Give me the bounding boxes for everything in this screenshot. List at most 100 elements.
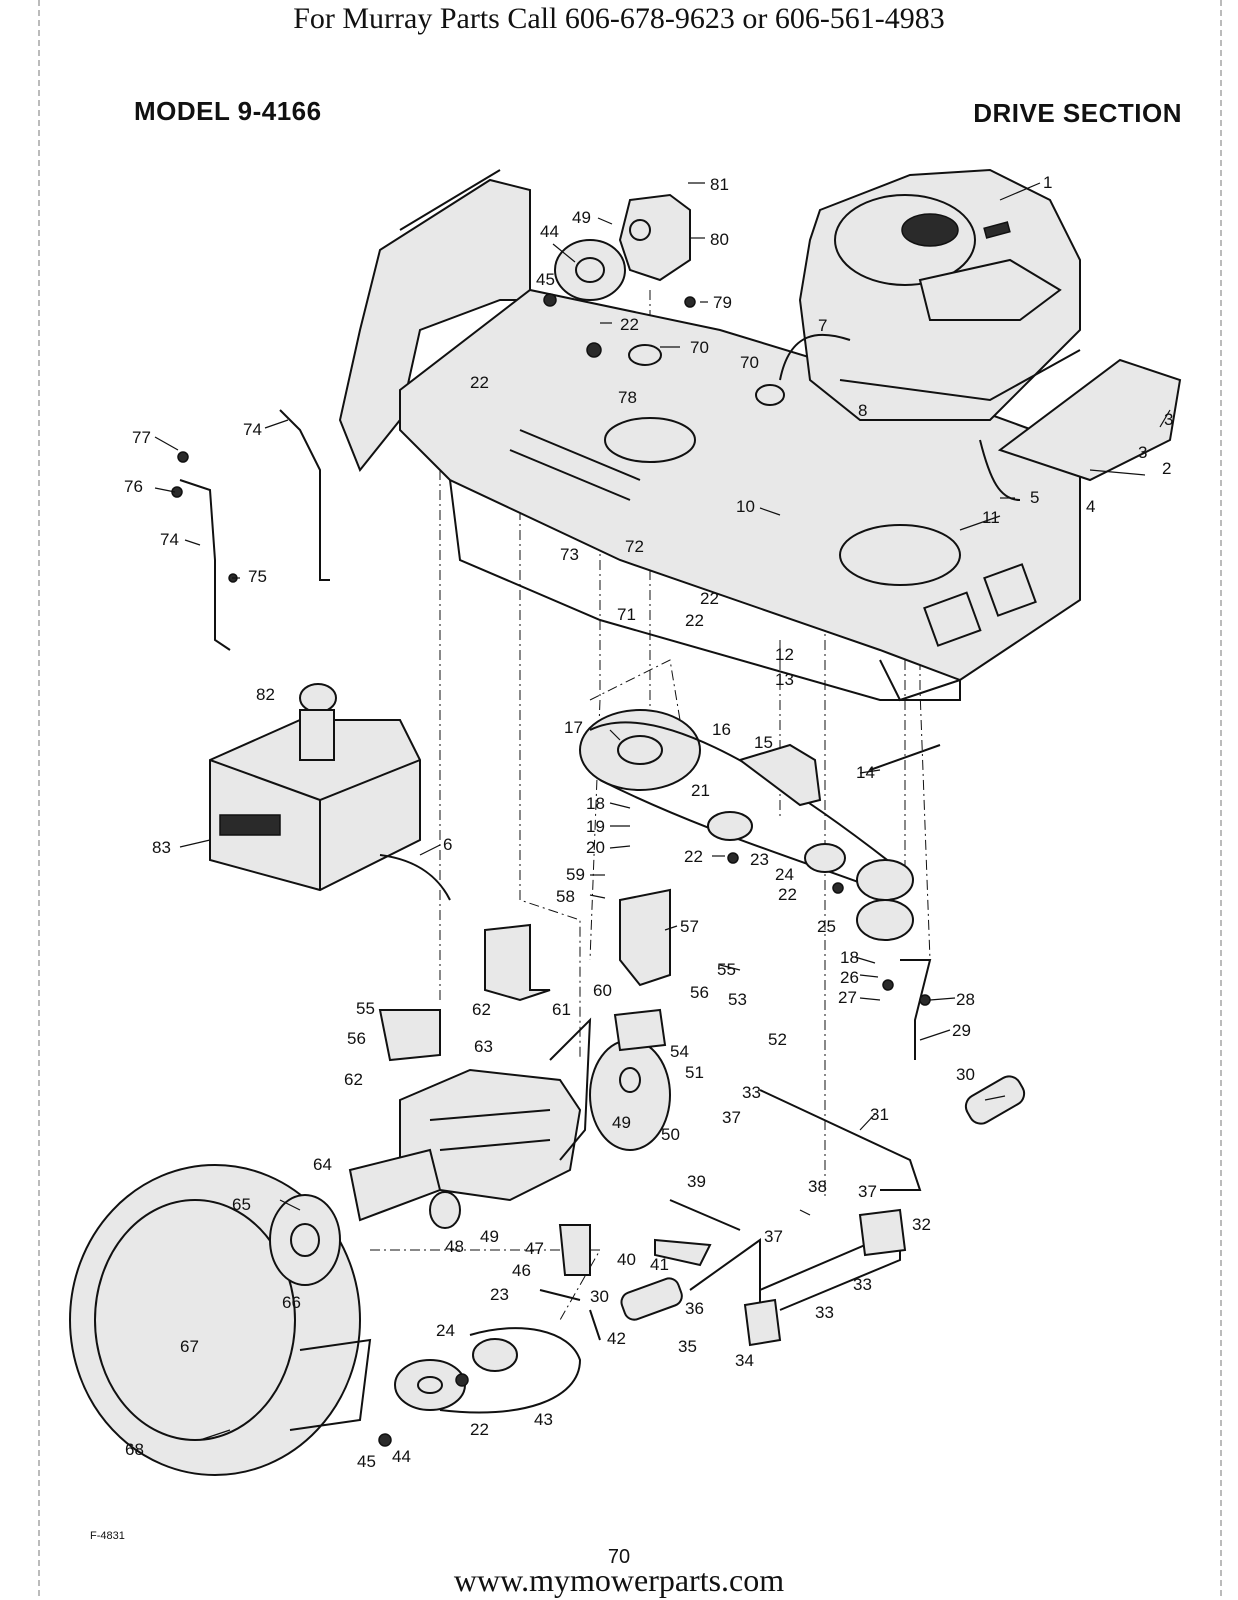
callout-22: 22 xyxy=(685,611,704,630)
callout-59: 59 xyxy=(566,865,585,884)
callout-75: 75 xyxy=(248,567,267,586)
callout-22: 22 xyxy=(620,315,639,334)
callout-39: 39 xyxy=(687,1172,706,1191)
frame-assembly xyxy=(338,169,1081,702)
callout-29: 29 xyxy=(952,1021,971,1040)
callout-37: 37 xyxy=(764,1227,783,1246)
callout-8: 8 xyxy=(858,401,867,420)
callout-81: 81 xyxy=(710,175,729,194)
callout-45: 45 xyxy=(536,270,555,289)
callout-70: 70 xyxy=(740,353,759,372)
callout-74: 74 xyxy=(243,420,262,439)
callout-44: 44 xyxy=(540,222,559,241)
parts-phone-header: For Murray Parts Call 606-678-9623 or 60… xyxy=(293,2,945,35)
callout-23: 23 xyxy=(750,850,769,869)
callout-72: 72 xyxy=(625,537,644,556)
callout-18: 18 xyxy=(586,794,605,813)
callout-52: 52 xyxy=(768,1030,787,1049)
callout-49: 49 xyxy=(572,208,591,227)
callout-24: 24 xyxy=(775,865,794,884)
callout-43: 43 xyxy=(534,1410,553,1429)
callout-33: 33 xyxy=(815,1303,834,1322)
callout-3: 3 xyxy=(1138,443,1147,462)
callout-49: 49 xyxy=(612,1113,631,1132)
callout-77: 77 xyxy=(132,428,151,447)
callout-33: 33 xyxy=(853,1275,872,1294)
form-code: F-4831 xyxy=(90,1530,125,1542)
side-braces xyxy=(171,409,330,651)
callout-35: 35 xyxy=(678,1337,697,1356)
lower-pulleys xyxy=(378,1191,582,1447)
callout-50: 50 xyxy=(661,1125,680,1144)
callout-11: 11 xyxy=(982,508,1000,527)
callout-58: 58 xyxy=(556,887,575,906)
callout-labels: 81 1 49 80 44 45 79 22 7 70 22 70 8 78 3… xyxy=(124,173,1173,1471)
callout-7: 7 xyxy=(818,316,827,335)
pedal-linkage xyxy=(539,1075,1026,1347)
model-title: MODEL 9-4166 xyxy=(134,96,322,126)
callout-26: 26 xyxy=(840,968,859,987)
callout-13: 13 xyxy=(775,670,794,689)
callout-38: 38 xyxy=(808,1177,827,1196)
callout-57: 57 xyxy=(680,917,699,936)
callout-73: 73 xyxy=(560,545,579,564)
callout-32: 32 xyxy=(912,1215,931,1234)
callout-28: 28 xyxy=(956,990,975,1009)
callout-47: 47 xyxy=(525,1239,544,1258)
page-number: 70 xyxy=(607,1546,631,1568)
callout-55: 55 xyxy=(356,999,375,1018)
callout-33: 33 xyxy=(742,1083,761,1102)
callout-45: 45 xyxy=(357,1452,376,1471)
callout-30: 30 xyxy=(590,1287,609,1306)
callout-22: 22 xyxy=(470,1420,489,1439)
callout-37: 37 xyxy=(858,1182,877,1201)
callout-1: 1 xyxy=(1043,173,1052,192)
footer-url[interactable]: www.mymowerparts.com xyxy=(453,1562,785,1598)
callout-61: 61 xyxy=(552,1000,571,1019)
callout-49: 49 xyxy=(480,1227,499,1246)
callout-6: 6 xyxy=(443,835,452,854)
callout-63: 63 xyxy=(474,1037,493,1056)
callout-22: 22 xyxy=(700,589,719,608)
callout-53: 53 xyxy=(728,990,747,1009)
callout-30: 30 xyxy=(956,1065,975,1084)
callout-41: 41 xyxy=(650,1255,669,1274)
callout-31: 31 xyxy=(870,1105,889,1124)
callout-56: 56 xyxy=(690,983,709,1002)
callout-2: 2 xyxy=(1162,459,1171,478)
leader-lines xyxy=(154,182,1171,1441)
callout-54: 54 xyxy=(670,1042,689,1061)
fuel-tank xyxy=(209,683,451,901)
callout-20: 20 xyxy=(586,838,605,857)
callout-4: 4 xyxy=(1086,497,1095,516)
callout-18: 18 xyxy=(840,948,859,967)
callout-80: 80 xyxy=(710,230,729,249)
callout-16: 16 xyxy=(712,720,731,739)
callout-74: 74 xyxy=(160,530,179,549)
callout-12: 12 xyxy=(775,645,794,664)
callout-22: 22 xyxy=(778,885,797,904)
callout-40: 40 xyxy=(617,1250,636,1269)
gearbox-and-pulley xyxy=(543,193,785,406)
callout-60: 60 xyxy=(593,981,612,1000)
section-title: DRIVE SECTION xyxy=(973,98,1182,128)
callout-67: 67 xyxy=(180,1337,199,1356)
rear-wheel xyxy=(69,1164,372,1476)
callout-83: 83 xyxy=(152,838,171,857)
callout-70: 70 xyxy=(690,338,709,357)
callout-65: 65 xyxy=(232,1195,251,1214)
callout-68: 68 xyxy=(125,1440,144,1459)
callout-17: 17 xyxy=(564,718,583,737)
transaxle xyxy=(348,1008,671,1222)
callout-14: 14 xyxy=(856,763,875,782)
scan-edge-right xyxy=(1220,0,1222,1600)
callout-37: 37 xyxy=(722,1108,741,1127)
callout-71: 71 xyxy=(617,605,636,624)
callout-66: 66 xyxy=(282,1293,301,1312)
callout-42: 42 xyxy=(607,1329,626,1348)
engine-assembly xyxy=(779,168,1182,501)
callout-34: 34 xyxy=(735,1351,754,1370)
callout-64: 64 xyxy=(313,1155,332,1174)
callout-27: 27 xyxy=(838,988,857,1007)
